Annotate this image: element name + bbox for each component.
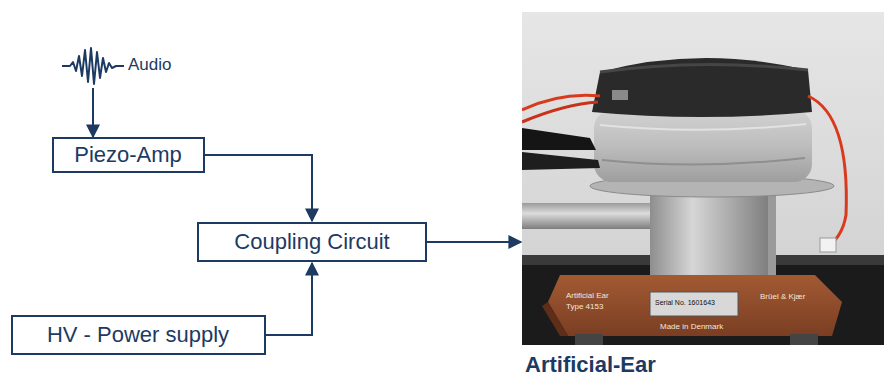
audio-arrow: [92, 88, 94, 137]
box-label: Coupling Circuit: [234, 229, 389, 254]
photo-text: Artificial Ear: [566, 291, 609, 300]
box-label: HV - Power supply: [47, 322, 229, 347]
connector-arrow: [427, 241, 521, 243]
connector-arrow: [266, 263, 313, 335]
process-box: HV - Power supply: [11, 315, 266, 355]
connector-arrow: [205, 155, 313, 221]
process-box: Piezo-Amp: [52, 137, 205, 173]
waveform-icon: [62, 48, 124, 84]
node-heading: Artificial-Ear: [525, 352, 656, 377]
photo-text: Type 4153: [566, 302, 603, 311]
signal-label: Audio: [128, 55, 171, 75]
photo-text: Made in Denmark: [660, 322, 723, 331]
artificial-ear-photo: [522, 12, 884, 345]
photo-text: Serial No. 1601643: [655, 299, 715, 306]
process-box: Coupling Circuit: [197, 222, 427, 262]
photo-text: Brüel & Kjær: [760, 292, 805, 301]
box-label: Piezo-Amp: [74, 142, 182, 167]
